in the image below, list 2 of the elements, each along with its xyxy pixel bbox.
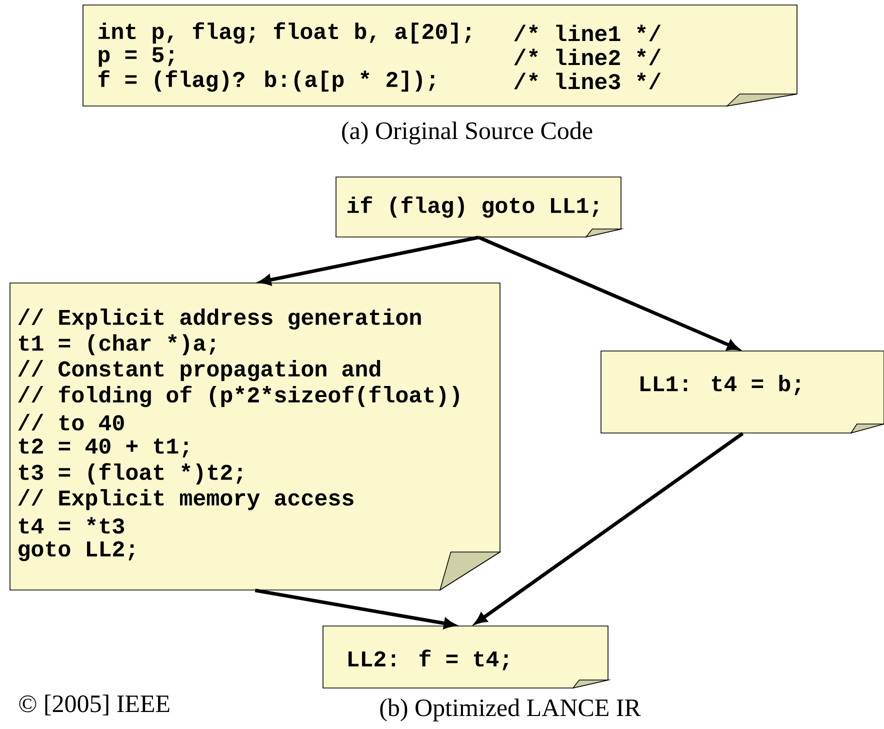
caption: (a) Original Source Code bbox=[342, 122, 592, 144]
caption: © [2005] IEEE bbox=[19, 694, 170, 716]
